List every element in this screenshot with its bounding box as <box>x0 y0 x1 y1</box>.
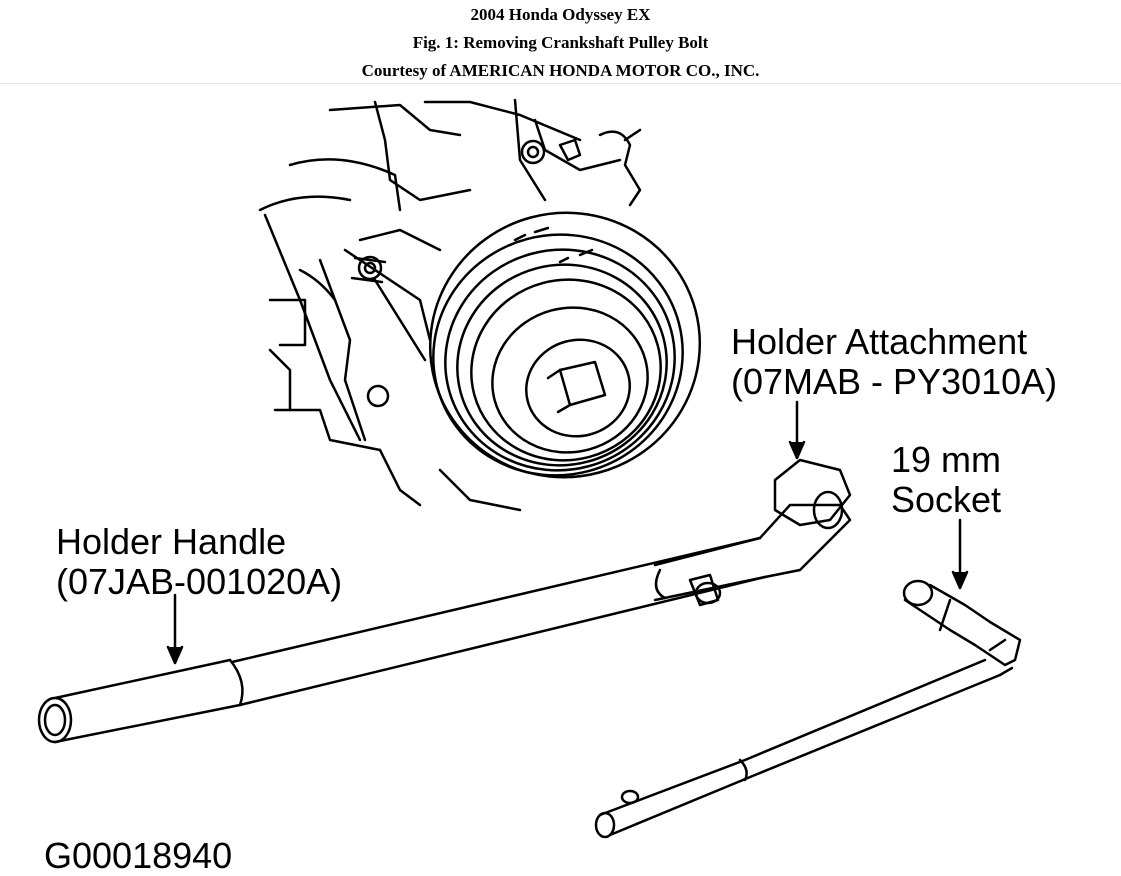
leader-arrows <box>166 400 969 665</box>
courtesy-line: Courtesy of AMERICAN HONDA MOTOR CO., IN… <box>361 61 760 80</box>
socket-tool <box>594 579 1022 839</box>
crankshaft-pulley-illustration <box>37 98 1022 839</box>
holder-attachment-part-number: (07MAB - PY3010A) <box>731 361 1058 402</box>
holder-handle-part-number: (07JAB-001020A) <box>56 561 343 602</box>
holder-handle-tool <box>37 458 852 744</box>
figure-code: G00018940 <box>44 835 233 876</box>
crankshaft-pulley <box>428 211 702 479</box>
engine-block <box>258 98 642 512</box>
figure-caption: Fig. 1: Removing Crankshaft Pulley Bolt <box>412 33 709 52</box>
holder-attachment-label: Holder Attachment <box>731 321 1028 362</box>
figure-header: 2004 Honda Odyssey EX Fig. 1: Removing C… <box>0 0 1121 84</box>
vehicle-title: 2004 Honda Odyssey EX <box>470 5 651 24</box>
socket-size-label: 19 mm <box>891 439 1002 480</box>
holder-handle-label: Holder Handle <box>56 521 287 562</box>
socket-label: Socket <box>891 479 1002 520</box>
